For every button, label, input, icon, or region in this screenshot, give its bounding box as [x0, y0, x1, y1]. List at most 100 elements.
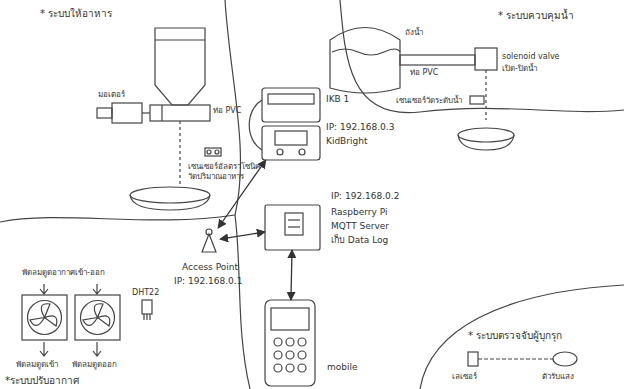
device-label: KidBright	[326, 136, 367, 147]
kidbright-board	[262, 126, 320, 160]
light-receiver	[553, 352, 577, 366]
board-button	[299, 149, 305, 155]
sensor-pin	[143, 314, 144, 320]
fan-blade	[30, 304, 57, 326]
region-divider	[235, 215, 250, 389]
access-point-icon	[202, 234, 216, 252]
part-label: พัดลมดูดเข้า	[16, 360, 72, 370]
phone-key	[286, 351, 294, 359]
section-heading: * ระบบตรวจจับผู้บุกรุก	[468, 330, 562, 342]
mobile-node: mobile	[265, 300, 315, 386]
ultrasonic-eye	[215, 150, 219, 154]
feed-bowl	[130, 187, 210, 203]
water-level	[332, 49, 400, 55]
part-label: ตัวรับแสง	[542, 372, 602, 382]
part-label: พัดลมดูดอากาศเข้า-ออก	[22, 268, 162, 278]
hopper-rim	[155, 39, 205, 40]
raspberry-pi	[265, 205, 320, 250]
fan-ring	[81, 301, 115, 335]
part-label: เปิด-ปิดน้ำ	[502, 64, 572, 74]
motor-gear	[97, 108, 112, 118]
dht22-sensor	[142, 300, 152, 314]
ikb-device	[262, 88, 320, 122]
phone-key	[274, 364, 282, 372]
device-label: IP: 192.168.0.3	[326, 122, 394, 133]
led-matrix	[275, 131, 307, 145]
mobile-phone	[265, 300, 315, 386]
device-label: mobile	[327, 362, 358, 373]
network-link	[220, 232, 265, 239]
section-heading: * ระบบให้อาหาร	[40, 8, 112, 20]
kidbright-node: IKB 1IP: 192.168.0.3KidBright	[262, 88, 320, 160]
phone-key	[274, 338, 282, 346]
part-label: พัดลมดูดออก	[72, 360, 128, 370]
part-label: ท่อ PVC	[213, 106, 258, 116]
fan-ring	[28, 301, 62, 335]
water-flow	[485, 70, 486, 120]
air-arrow	[93, 342, 101, 356]
signal-name: DHT22	[132, 288, 172, 298]
laser-emitter	[468, 352, 478, 366]
water-tank	[330, 28, 400, 94]
fan-box	[22, 295, 67, 340]
phone-key	[286, 338, 294, 346]
sensor-pin	[146, 314, 147, 320]
feed-drop	[179, 121, 180, 185]
region-divider	[0, 215, 235, 222]
pi-chip-line	[288, 219, 300, 220]
air-arrow	[40, 284, 48, 294]
fan-box	[75, 295, 120, 340]
network-link	[291, 250, 292, 300]
device-label: IP: 192.168.0.2	[331, 191, 399, 202]
part-label: เลเซอร์	[452, 372, 502, 382]
raspberry-pi-node: IP: 192.168.0.2Raspberry PiMQTT Serverเก…	[265, 205, 320, 250]
fan-blade	[83, 304, 110, 326]
antenna-tip	[206, 229, 212, 235]
ultrasonic-eye	[207, 150, 211, 154]
part-label: เซนเซอร์วัดระดับน้ำ	[396, 96, 468, 106]
device-label: IP: 192.168.0.1	[174, 276, 242, 287]
motor	[112, 103, 142, 123]
device-label: Raspberry Pi	[331, 207, 387, 218]
motor-shaft	[142, 112, 150, 113]
air-arrow	[40, 342, 48, 356]
phone-key	[274, 351, 282, 359]
ultrasonic-sensor	[205, 148, 221, 156]
part-label: เซนเซอร์อัลตราโซนิค วัดปริมาณอาหาร	[188, 162, 260, 182]
part-label: solenoid valve	[502, 52, 582, 62]
pipe-joint	[161, 105, 162, 121]
phone-key	[298, 351, 306, 359]
part-label: ถังน้ำ	[405, 28, 445, 38]
device-label: MQTT Server	[331, 221, 389, 232]
solenoid-valve	[475, 48, 497, 70]
water-level-sensor	[470, 96, 484, 104]
sensor-pin	[149, 314, 150, 320]
cable	[249, 100, 262, 150]
device-label: เก็บ Data Log	[331, 235, 388, 246]
pi-chip	[285, 213, 303, 235]
phone-key	[298, 338, 306, 346]
region-divider	[420, 285, 624, 389]
water-bowl	[458, 128, 514, 142]
part-label: ท่อ PVC	[410, 68, 455, 78]
pvc-pipe	[150, 105, 210, 121]
section-heading: *ระบบปรับอากาศ	[5, 375, 79, 387]
feed-hopper	[155, 28, 205, 105]
phone-key	[286, 364, 294, 372]
laser-beam	[478, 358, 553, 359]
section-heading: * ระบบควบคุมน้ำ	[498, 10, 574, 22]
access-point-node: Access PointIP: 192.168.0.1	[198, 228, 220, 254]
phone-screen	[271, 308, 309, 330]
device-label: IKB 1	[326, 94, 349, 105]
board-button	[277, 149, 283, 155]
air-arrow	[93, 284, 101, 294]
feed-bowl	[130, 195, 210, 210]
pvc-pipe	[400, 55, 475, 65]
ikb-lcd	[268, 94, 314, 104]
water-bowl	[458, 135, 514, 150]
device-label: Access Point	[182, 262, 238, 273]
region-divider	[340, 0, 624, 113]
pi-chip-line	[288, 226, 300, 227]
part-label: มอเตอร์	[98, 90, 148, 100]
